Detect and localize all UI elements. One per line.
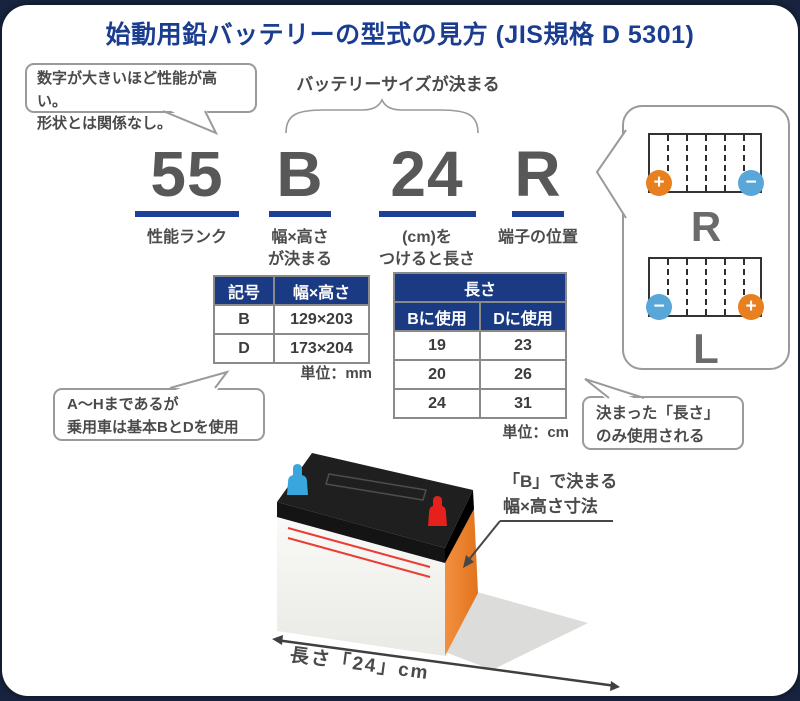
battery-label-outline bbox=[325, 473, 427, 501]
arrowhead-right bbox=[610, 681, 620, 691]
red-stripe bbox=[287, 527, 431, 568]
plus-terminal-icon: + bbox=[738, 294, 764, 320]
battery-illustration bbox=[272, 453, 620, 691]
size-cell: D bbox=[213, 333, 275, 364]
length-cell: 24 bbox=[393, 388, 481, 419]
code-label-b-line1: 幅×高さ bbox=[271, 229, 329, 246]
cell-divider bbox=[724, 259, 726, 315]
code-label-b-line2: が決まる bbox=[267, 250, 332, 268]
cell-divider bbox=[686, 135, 688, 191]
callout-a-to-h: A〜Hまであるが 乗用車は基本BとDを使用 bbox=[53, 388, 265, 441]
cell-divider bbox=[705, 259, 707, 315]
table-row: 24 31 bbox=[393, 388, 567, 419]
table-row: 20 26 bbox=[393, 359, 567, 390]
callout-fixed-length: 決まった「長さ」 のみ使用される bbox=[582, 396, 744, 450]
callout-a-to-h-line2: 乗用車は基本BとDを使用 bbox=[67, 418, 239, 436]
length-table-header-b: Bに使用 bbox=[393, 301, 481, 332]
plus-terminal-icon: + bbox=[646, 170, 672, 196]
code-label-24-line2: つけると長さ bbox=[378, 250, 475, 268]
callout-performance-line2: 形状とは関係なし。 bbox=[37, 115, 173, 132]
cell-divider bbox=[724, 135, 726, 191]
unit-cm-label: 単位：cm bbox=[502, 424, 569, 441]
battery-side-face bbox=[445, 509, 478, 656]
callout-performance: 数字が大きいほど性能が高い。 形状とは関係なし。 bbox=[25, 63, 257, 132]
underline bbox=[512, 211, 564, 217]
code-char-b: B bbox=[276, 138, 324, 210]
length-cell: 19 bbox=[393, 330, 481, 361]
code-segment-terminal: R 端子の位置 bbox=[458, 142, 618, 249]
size-cell: 173×204 bbox=[273, 333, 370, 364]
code-segment-length: 24 (cm)を つけると長さ bbox=[347, 142, 507, 270]
length-cell: 26 bbox=[479, 359, 567, 390]
length-table-header-d: Dに使用 bbox=[479, 301, 567, 332]
size-table-header-wh: 幅×高さ bbox=[273, 275, 370, 306]
code-label-24-line1: (cm)を bbox=[402, 229, 452, 246]
underline bbox=[378, 211, 476, 217]
brace-icon bbox=[285, 98, 479, 134]
size-cell: B bbox=[213, 304, 275, 335]
cell-divider bbox=[667, 135, 669, 191]
minus-terminal-icon: − bbox=[646, 294, 672, 320]
callout-fixed-length-tail bbox=[584, 378, 645, 402]
code-label-r-line1: 端子の位置 bbox=[497, 229, 578, 246]
callout-fixed-length-line2: のみ使用される bbox=[596, 428, 705, 446]
b-dimension-leader-diagonal bbox=[466, 520, 501, 563]
cell-divider bbox=[667, 259, 669, 315]
cell-divider bbox=[743, 259, 745, 315]
length-arrow bbox=[275, 638, 617, 688]
table-row: D 173×204 bbox=[213, 333, 370, 364]
unit-mm-label: 単位：mm bbox=[300, 365, 372, 382]
label-battery-size: バッテリーサイズが決まる bbox=[296, 75, 500, 94]
length-cell: 23 bbox=[479, 330, 567, 361]
cell-divider bbox=[705, 135, 707, 191]
code-char-55: 55 bbox=[150, 138, 224, 210]
label-b-dimension: 「B」で決まる 幅×高さ寸法 bbox=[503, 470, 617, 519]
code-label-55-line1: 性能ランク bbox=[146, 229, 227, 246]
code-segment-width-height: B 幅×高さ が決まる bbox=[220, 142, 380, 270]
callout-a-to-h-line1: A〜Hまであるが bbox=[67, 396, 179, 413]
underline bbox=[269, 211, 331, 217]
blue-terminal-icon bbox=[287, 464, 308, 495]
callout-fixed-length-line1: 決まった「長さ」 bbox=[596, 405, 720, 422]
length-table: 長さ Bに使用 Dに使用 19 23 20 26 24 31 bbox=[393, 272, 567, 419]
code-char-24: 24 bbox=[390, 138, 464, 210]
underline bbox=[135, 211, 239, 217]
cell-divider bbox=[686, 259, 688, 315]
battery-top-view-l: − + bbox=[646, 257, 764, 320]
size-table: 記号 幅×高さ B 129×203 D 173×204 bbox=[213, 275, 370, 364]
size-table-header-symbol: 記号 bbox=[213, 275, 275, 306]
table-row: B 129×203 bbox=[213, 304, 370, 335]
terminal-panel-tail bbox=[595, 129, 627, 219]
size-cell: 129×203 bbox=[273, 304, 370, 335]
length-cell: 31 bbox=[479, 388, 567, 419]
red-stripe bbox=[287, 537, 431, 578]
battery-lid-top bbox=[277, 453, 473, 548]
battery-top-view-r: + − bbox=[646, 133, 764, 196]
battery-lid-front bbox=[277, 502, 445, 563]
battery-shadow bbox=[445, 592, 588, 670]
battery-lid-right bbox=[445, 490, 474, 563]
minus-terminal-icon: − bbox=[738, 170, 764, 196]
code-char-r: R bbox=[514, 138, 562, 210]
callout-performance-tail bbox=[162, 107, 219, 135]
table-row: 19 23 bbox=[393, 330, 567, 361]
arrowhead-left bbox=[272, 635, 283, 645]
code-segment-performance: 55 性能ランク bbox=[107, 142, 267, 249]
callout-performance-line1: 数字が大きいほど性能が高い。 bbox=[37, 70, 218, 110]
terminal-r-label: R bbox=[690, 203, 722, 250]
length-table-title: 長さ bbox=[393, 272, 567, 303]
b-dimension-arrowhead bbox=[463, 555, 474, 568]
page-title: 始動用鉛バッテリーの型式の見方 (JIS規格 D 5301) bbox=[105, 21, 695, 49]
label-b-dimension-line2: 幅×高さ寸法 bbox=[503, 496, 598, 516]
label-b-dimension-line1: 「B」で決まる bbox=[503, 472, 618, 491]
cell-divider bbox=[743, 135, 745, 191]
red-terminal-icon bbox=[428, 496, 447, 526]
terminal-l-label: L bbox=[693, 325, 719, 372]
terminal-position-panel: + − R − + L bbox=[622, 105, 790, 370]
length-cell: 20 bbox=[393, 359, 481, 390]
callout-a-to-h-tail bbox=[169, 370, 230, 392]
